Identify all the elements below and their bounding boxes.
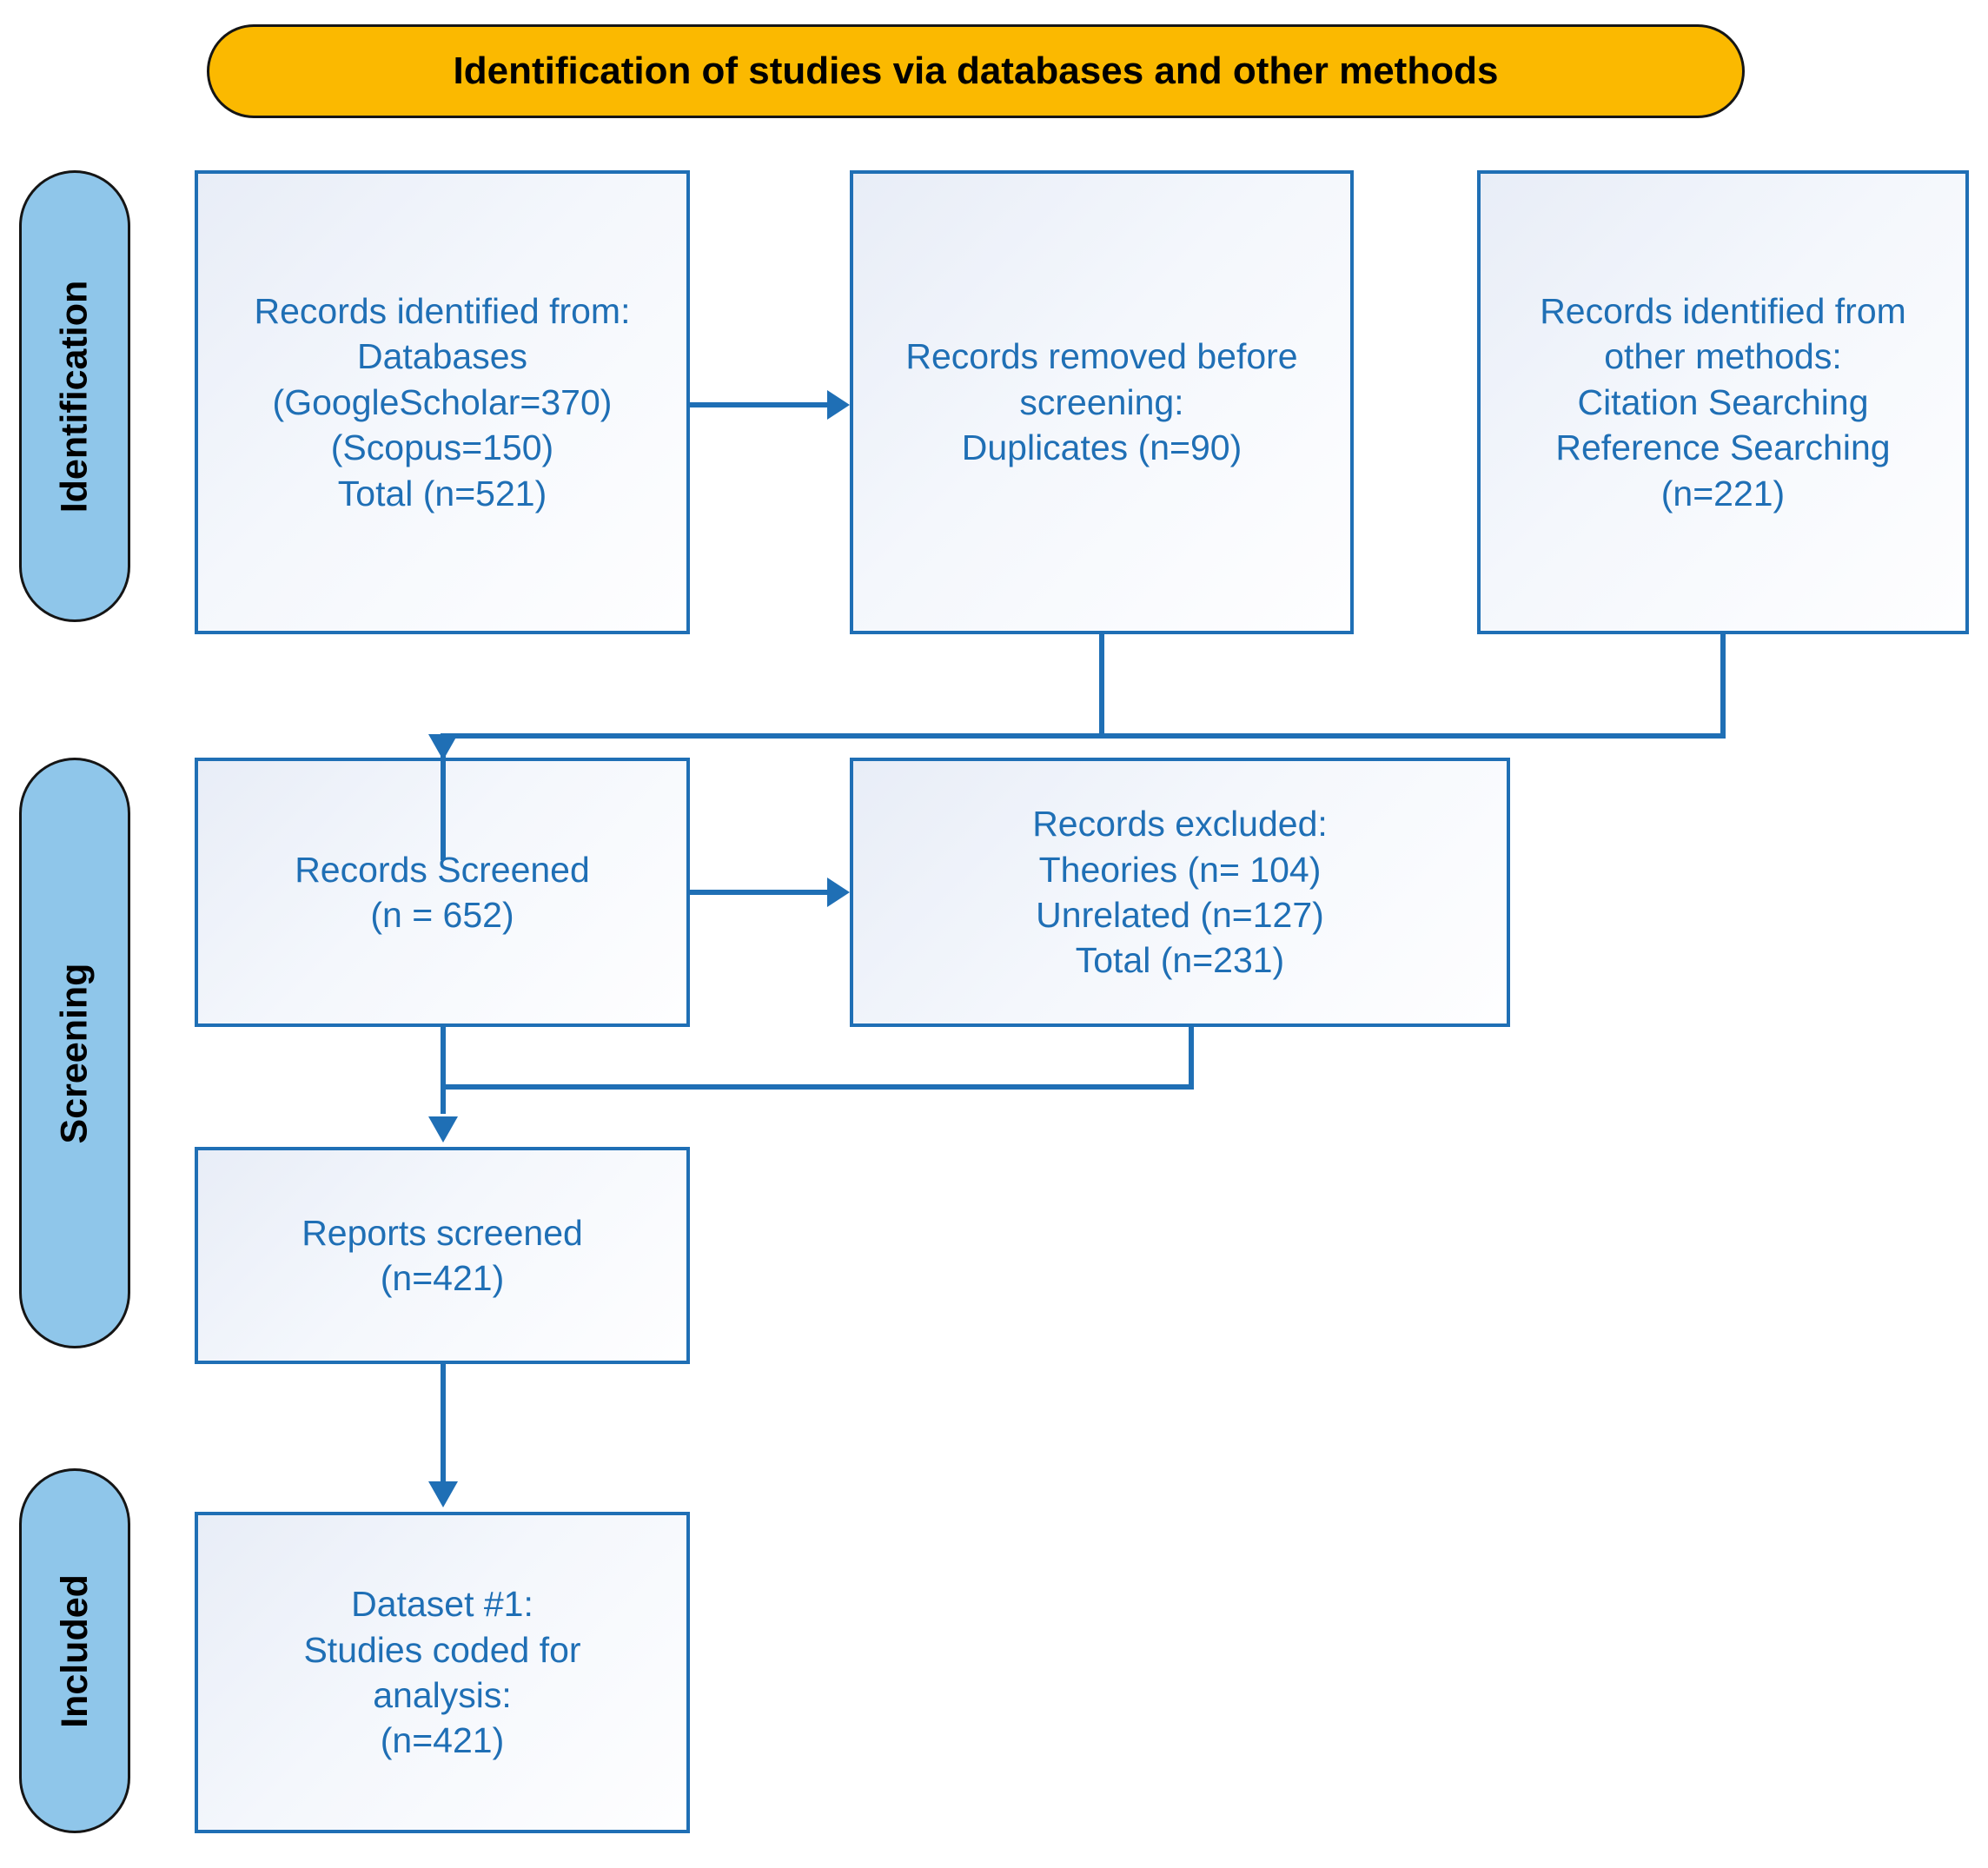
connector-excluded-bus: [441, 1084, 1194, 1090]
arrowhead-screened-to-excluded: [827, 878, 850, 907]
diagram-title-text: Identification of studies via databases …: [453, 50, 1499, 92]
phase-label-identification: Identification: [53, 280, 96, 513]
connector-other-methods-down: [1720, 634, 1726, 739]
arrowhead-databases-to-removed: [827, 390, 850, 420]
connector-removed-down: [1099, 634, 1104, 739]
connector-screened-to-reports: [441, 1027, 446, 1114]
box-dataset-one-studies-coded: Dataset #1: Studies coded for analysis: …: [195, 1512, 690, 1833]
box-records-removed-before-screening: Records removed before screening: Duplic…: [850, 170, 1354, 634]
box-reports-screened-text: Reports screened (n=421): [302, 1212, 583, 1298]
box-records-excluded-text: Records excluded: Theories (n= 104) Unre…: [1032, 804, 1328, 981]
connector-down-to-records-screened: [441, 733, 446, 860]
box-records-screened-text: Records Screened (n = 652): [295, 849, 590, 935]
arrowhead-reports-to-dataset: [428, 1481, 458, 1507]
phase-pill-identification: Identification: [19, 170, 130, 622]
box-records-identified-databases-text: Records identified from: Databases (Goog…: [254, 290, 631, 513]
phase-pill-included: Included: [19, 1468, 130, 1833]
connector-screened-to-excluded: [690, 890, 827, 895]
diagram-title-banner: Identification of studies via databases …: [207, 24, 1745, 118]
box-records-identified-other-methods: Records identified from other methods: C…: [1477, 170, 1969, 634]
connector-reports-to-dataset: [441, 1364, 446, 1486]
box-records-excluded: Records excluded: Theories (n= 104) Unre…: [850, 758, 1510, 1027]
arrowhead-screened-to-reports: [428, 1116, 458, 1143]
box-reports-screened: Reports screened (n=421): [195, 1147, 690, 1364]
connector-databases-to-removed: [690, 402, 827, 407]
box-records-removed-before-screening-text: Records removed before screening: Duplic…: [905, 336, 1298, 468]
phase-pill-screening: Screening: [19, 758, 130, 1348]
connector-excluded-down: [1189, 1027, 1194, 1088]
box-records-identified-databases: Records identified from: Databases (Goog…: [195, 170, 690, 634]
phase-label-screening: Screening: [53, 963, 96, 1143]
arrowhead-down-to-records-screened: [428, 734, 458, 760]
connector-bus-to-records-screened: [441, 733, 1726, 739]
box-dataset-one-studies-coded-text: Dataset #1: Studies coded for analysis: …: [303, 1584, 581, 1761]
phase-label-included: Included: [53, 1573, 96, 1728]
box-records-identified-other-methods-text: Records identified from other methods: C…: [1540, 290, 1906, 513]
